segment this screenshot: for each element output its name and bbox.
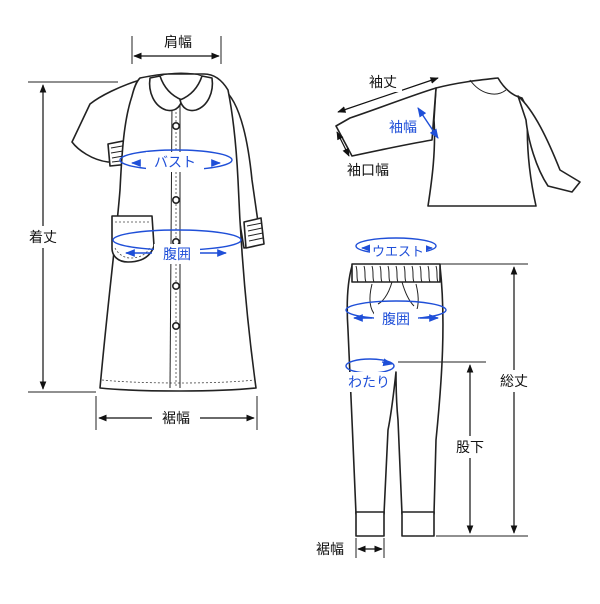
top-measurements: 袖丈 袖幅 袖口幅 bbox=[336, 72, 439, 179]
dress-bust-label: バスト bbox=[154, 155, 196, 171]
pants-right-cuff bbox=[401, 511, 435, 537]
pants-hip-label: 腹囲 bbox=[382, 311, 410, 328]
top-garment bbox=[335, 77, 581, 207]
top-right-sleeve bbox=[517, 95, 581, 193]
top-sleeve-width-label: 袖幅 bbox=[389, 120, 417, 136]
pants-measurements: ウエスト 腹囲 わたり 総丈 股下 裾幅 bbox=[316, 237, 534, 558]
top-sleeve-length-label: 袖丈 bbox=[369, 75, 397, 91]
dress-garment bbox=[71, 72, 265, 392]
pants-inseam-label: 股下 bbox=[456, 440, 484, 456]
pants-thigh-label: わたり bbox=[348, 375, 390, 391]
top-sleeve bbox=[335, 87, 437, 157]
pants-total-length-label: 総丈 bbox=[500, 374, 528, 390]
dress-hem-label: 裾幅 bbox=[162, 411, 190, 427]
dress-collar-right bbox=[179, 75, 214, 112]
dress-measurements: 肩幅 着丈 バスト 腹囲 裾幅 bbox=[22, 32, 258, 430]
pants-waist-label: ウエスト bbox=[372, 245, 424, 260]
dress-pocket bbox=[111, 215, 155, 263]
dress-waist-label: 腹囲 bbox=[163, 246, 191, 263]
pants-hem-label: 裾幅 bbox=[316, 542, 344, 558]
pants-garment bbox=[346, 263, 444, 537]
pants-waistband bbox=[351, 263, 441, 283]
top-cuff-width-label: 袖口幅 bbox=[347, 163, 389, 179]
pants-body bbox=[346, 265, 444, 515]
dress-shoulder-label: 肩幅 bbox=[164, 35, 192, 51]
dress-collar-left bbox=[148, 75, 183, 112]
dress-length-label: 着丈 bbox=[29, 230, 57, 246]
pants-left-cuff bbox=[355, 511, 385, 537]
